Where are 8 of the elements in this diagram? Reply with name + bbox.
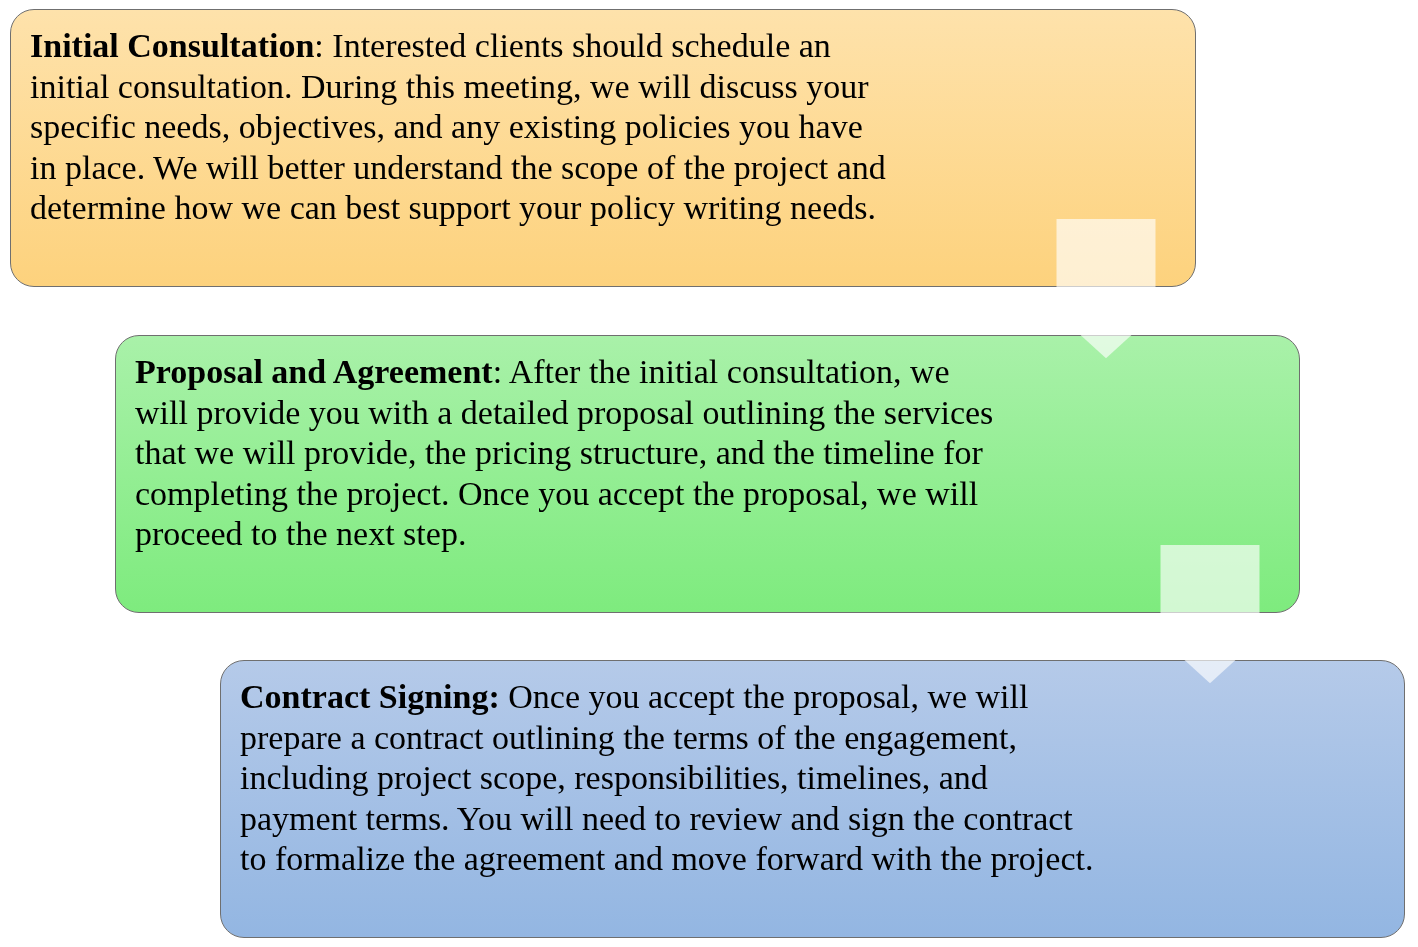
step-description: Proposal and Agreement: After the initial consultation, we will provide you with a detailed proposal outlining the services that we will provide, the pricing structure, and the timeline for completing the project. Once you accept the proposal, we will proceed to the next step. (135, 352, 995, 555)
step-description: Contract Signing: Once you accept the proposal, we will prepare a contract outlining the terms of the engagement, including project scope, responsibilities, timelines, and payment terms. You will need to review and sign the contract to formalize the agreement and move forward with the project. (240, 677, 1095, 880)
block-arrow (1160, 545, 1260, 684)
block-arrow (1056, 219, 1156, 359)
process-box (115, 335, 1300, 613)
process-box (10, 9, 1196, 287)
process-box (220, 660, 1405, 938)
step-description: Initial Consultation: Interested clients should schedule an initial consultation. During this meeting, we will discuss your specific needs, objectives, and any existing policies you have in place. We will better understand the scope of the project and determine how we can best support your policy writing needs. (30, 26, 887, 229)
